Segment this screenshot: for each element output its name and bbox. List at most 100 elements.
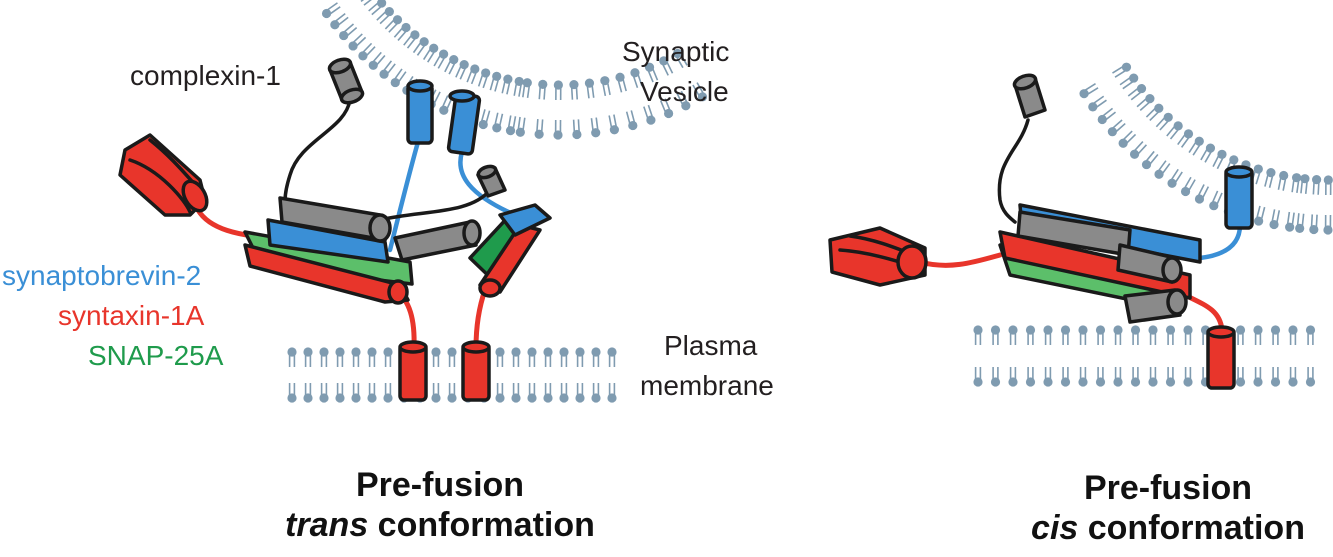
complexin-linker-left-b bbox=[378, 188, 492, 222]
lipid bbox=[527, 347, 537, 367]
lipid bbox=[643, 104, 656, 125]
lipid bbox=[1270, 325, 1281, 345]
lipid bbox=[489, 71, 502, 92]
syntaxin-tm-linker-right bbox=[1182, 292, 1225, 333]
lipid bbox=[607, 347, 617, 367]
lipid bbox=[659, 56, 674, 76]
lipid bbox=[287, 383, 297, 403]
trans-title-italic: trans bbox=[285, 506, 369, 545]
cis-title-line1: Pre-fusion bbox=[1083, 469, 1253, 507]
complexin-label: complexin-1 bbox=[130, 60, 281, 91]
lipid bbox=[383, 347, 393, 367]
cis-snare-complex bbox=[828, 73, 1254, 390]
lipid bbox=[1300, 174, 1310, 194]
lipid bbox=[575, 347, 585, 367]
lipid bbox=[572, 119, 582, 140]
lipid bbox=[495, 383, 505, 403]
lipid bbox=[1113, 325, 1123, 345]
lipid bbox=[1253, 325, 1263, 345]
lipid bbox=[339, 23, 358, 41]
lipid bbox=[360, 0, 372, 6]
plasma-membrane-left bbox=[287, 347, 617, 403]
lipid bbox=[466, 64, 480, 85]
lipid bbox=[1088, 95, 1107, 112]
lipid bbox=[1270, 367, 1281, 387]
trans-title-line1: Pre-fusion bbox=[355, 466, 525, 504]
lipid bbox=[1194, 184, 1210, 204]
lipid bbox=[584, 78, 595, 99]
lipid bbox=[412, 37, 429, 56]
lipid bbox=[433, 49, 449, 69]
lipid bbox=[672, 48, 688, 69]
lipid bbox=[1277, 170, 1289, 191]
lipid bbox=[422, 43, 439, 63]
lipid bbox=[478, 109, 491, 130]
lipid bbox=[477, 68, 491, 89]
trans-panel-title: Pre-fusion trans conformation bbox=[240, 465, 640, 545]
syntaxin-tm-left-a bbox=[398, 340, 428, 402]
lipid bbox=[383, 383, 393, 403]
complexin-cylinder-top-right bbox=[1012, 73, 1047, 119]
lipid bbox=[511, 383, 521, 403]
lipid bbox=[1167, 168, 1183, 188]
lipid bbox=[439, 95, 453, 115]
lipid bbox=[1295, 213, 1305, 234]
lipid bbox=[1291, 173, 1302, 193]
lipid bbox=[1155, 112, 1173, 131]
legend-syntaxin: syntaxin-1A bbox=[58, 300, 205, 331]
complexin-linker-right bbox=[997, 118, 1030, 224]
plasma-membrane-right bbox=[973, 325, 1316, 387]
lipid bbox=[1008, 367, 1018, 387]
lipid bbox=[1095, 325, 1106, 345]
vesicle-label-line1: Synaptic bbox=[622, 36, 730, 67]
lipid bbox=[501, 74, 513, 95]
lipid bbox=[1254, 205, 1266, 226]
lipid bbox=[447, 383, 457, 403]
lipid bbox=[367, 347, 377, 367]
lipid bbox=[1188, 136, 1204, 156]
lipid bbox=[447, 347, 457, 367]
lipid bbox=[511, 347, 521, 367]
lipid bbox=[1253, 367, 1263, 387]
lipid bbox=[1305, 367, 1316, 387]
lipid bbox=[368, 0, 387, 16]
lipid bbox=[393, 22, 411, 41]
trans-title-line2: trans conformation bbox=[240, 505, 640, 545]
lipid bbox=[495, 347, 505, 367]
lipid bbox=[522, 78, 532, 99]
trans-title-rest: conformation bbox=[368, 506, 595, 545]
lipid bbox=[1078, 325, 1088, 345]
lipid bbox=[607, 383, 617, 403]
lipid bbox=[1165, 325, 1176, 345]
lipid bbox=[553, 80, 563, 101]
lipid bbox=[1118, 130, 1137, 148]
syntaxin-habc-domain-left bbox=[118, 133, 209, 217]
complexin-cylinder-small-left bbox=[476, 164, 507, 198]
lipid bbox=[569, 79, 579, 100]
lipid bbox=[1209, 190, 1223, 211]
lipid bbox=[1136, 94, 1155, 111]
lipid bbox=[1165, 367, 1176, 387]
lipid bbox=[1183, 367, 1193, 387]
lipid bbox=[1148, 367, 1158, 387]
lipid bbox=[1078, 367, 1088, 387]
lipid bbox=[403, 30, 420, 49]
synaptobrevin-tm-left-a bbox=[406, 79, 434, 145]
lipid bbox=[591, 383, 601, 403]
lipid bbox=[692, 82, 708, 102]
lipid bbox=[1095, 367, 1106, 387]
lipid bbox=[1145, 103, 1164, 122]
lipid bbox=[1043, 367, 1053, 387]
lipid bbox=[1025, 367, 1036, 387]
synaptobrevin-linker-left-b bbox=[458, 149, 518, 218]
lipid bbox=[1112, 62, 1132, 78]
lipid bbox=[319, 383, 329, 403]
lipid bbox=[335, 383, 345, 403]
lipid bbox=[973, 367, 983, 387]
plasma-label-line1: Plasma bbox=[664, 330, 758, 361]
lipid bbox=[1235, 367, 1246, 387]
lipid bbox=[1127, 83, 1147, 101]
lipid bbox=[1180, 176, 1196, 197]
synaptobrevin-linker-right bbox=[1197, 222, 1243, 261]
